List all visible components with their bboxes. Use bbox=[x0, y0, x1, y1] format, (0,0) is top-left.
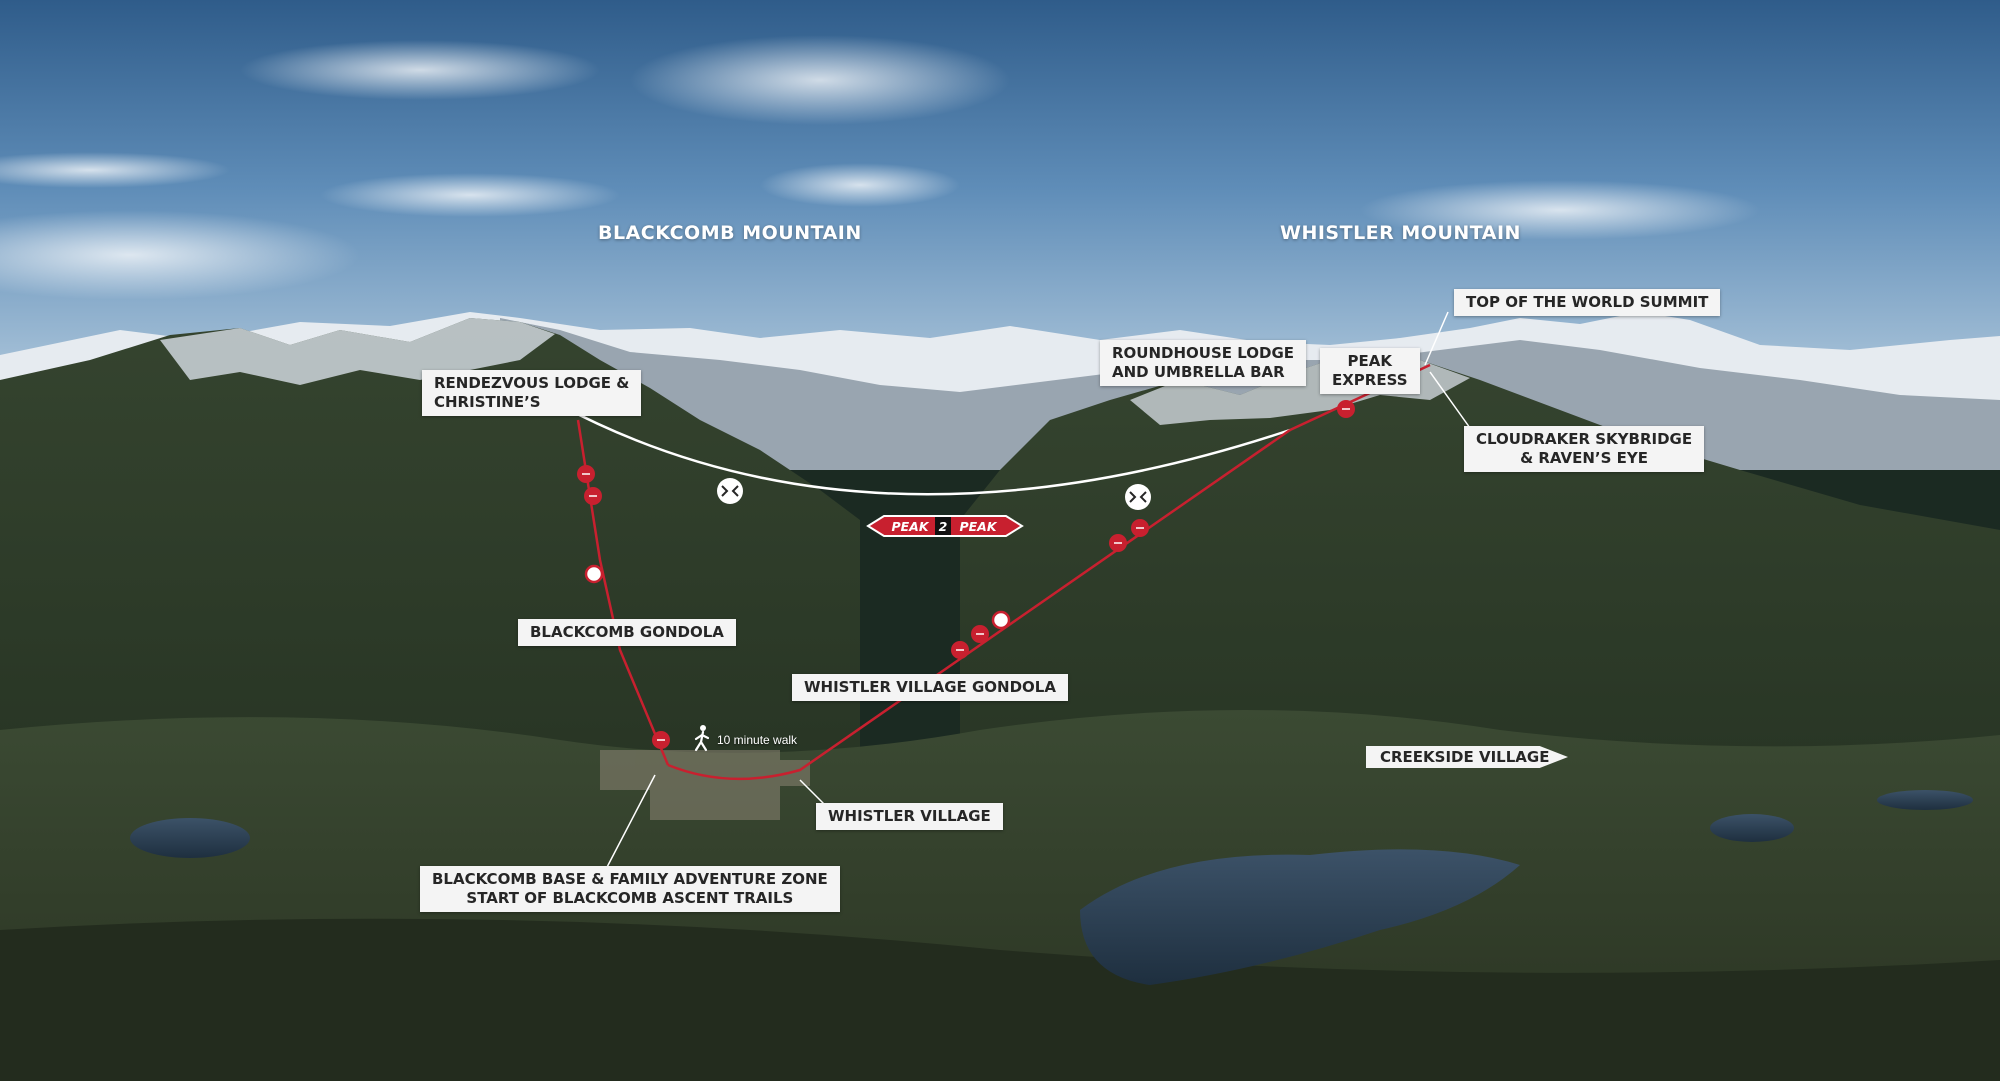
peak2peak-line bbox=[559, 403, 1291, 496]
peak2peak-number: 2 bbox=[939, 519, 948, 534]
peak2peak-part2: PEAK bbox=[959, 519, 997, 534]
cloudraker-skybridge-label[interactable]: CLOUDRAKER SKYBRIDGE & RAVEN’S EYE bbox=[1464, 426, 1705, 472]
clouds bbox=[0, 35, 1760, 300]
peak2peak-part1: PEAK bbox=[891, 519, 929, 534]
station-marker-icon bbox=[991, 610, 1011, 630]
whistler-village-gondola-line bbox=[667, 428, 1291, 781]
rendezvous-lodge-label[interactable]: RENDEZVOUS LODGE & CHRISTINE’S bbox=[422, 370, 642, 416]
peak-express-label[interactable]: PEAK EXPRESS bbox=[1320, 348, 1420, 394]
blackcomb-mountain-title: BLACKCOMB MOUNTAIN bbox=[598, 222, 862, 244]
blackcomb-gondola-label[interactable]: BLACKCOMB GONDOLA bbox=[518, 619, 736, 646]
lost-lake bbox=[130, 818, 250, 858]
gondola-cabin-icon bbox=[1125, 484, 1151, 510]
village-area bbox=[600, 750, 810, 820]
whistler-village-gondola-label[interactable]: WHISTLER VILLAGE GONDOLA bbox=[792, 674, 1068, 701]
station-marker-icon bbox=[584, 564, 604, 584]
creekside-village-label[interactable]: CREEKSIDE VILLAGE bbox=[1366, 746, 1568, 768]
green-lake bbox=[1080, 849, 1520, 985]
gondola-cabin-icon bbox=[717, 478, 743, 504]
walking-person-icon bbox=[694, 725, 710, 752]
peak2peak-badge: PEAK 2 PEAK bbox=[866, 515, 1024, 537]
whistler-mountain-title: WHISTLER MOUNTAIN bbox=[1280, 222, 1521, 244]
roundhouse-lodge-label[interactable]: ROUNDHOUSE LODGE AND UMBRELLA BAR bbox=[1100, 340, 1307, 386]
top-of-the-world-label[interactable]: TOP OF THE WORLD SUMMIT bbox=[1454, 289, 1721, 316]
alta-lake-edge bbox=[1710, 814, 1794, 842]
blackcomb-base-label[interactable]: BLACKCOMB BASE & FAMILY ADVENTURE ZONE S… bbox=[420, 866, 840, 912]
whistler-village-label[interactable]: WHISTLER VILLAGE bbox=[816, 803, 1003, 830]
walk-note: 10 minute walk bbox=[717, 733, 798, 747]
